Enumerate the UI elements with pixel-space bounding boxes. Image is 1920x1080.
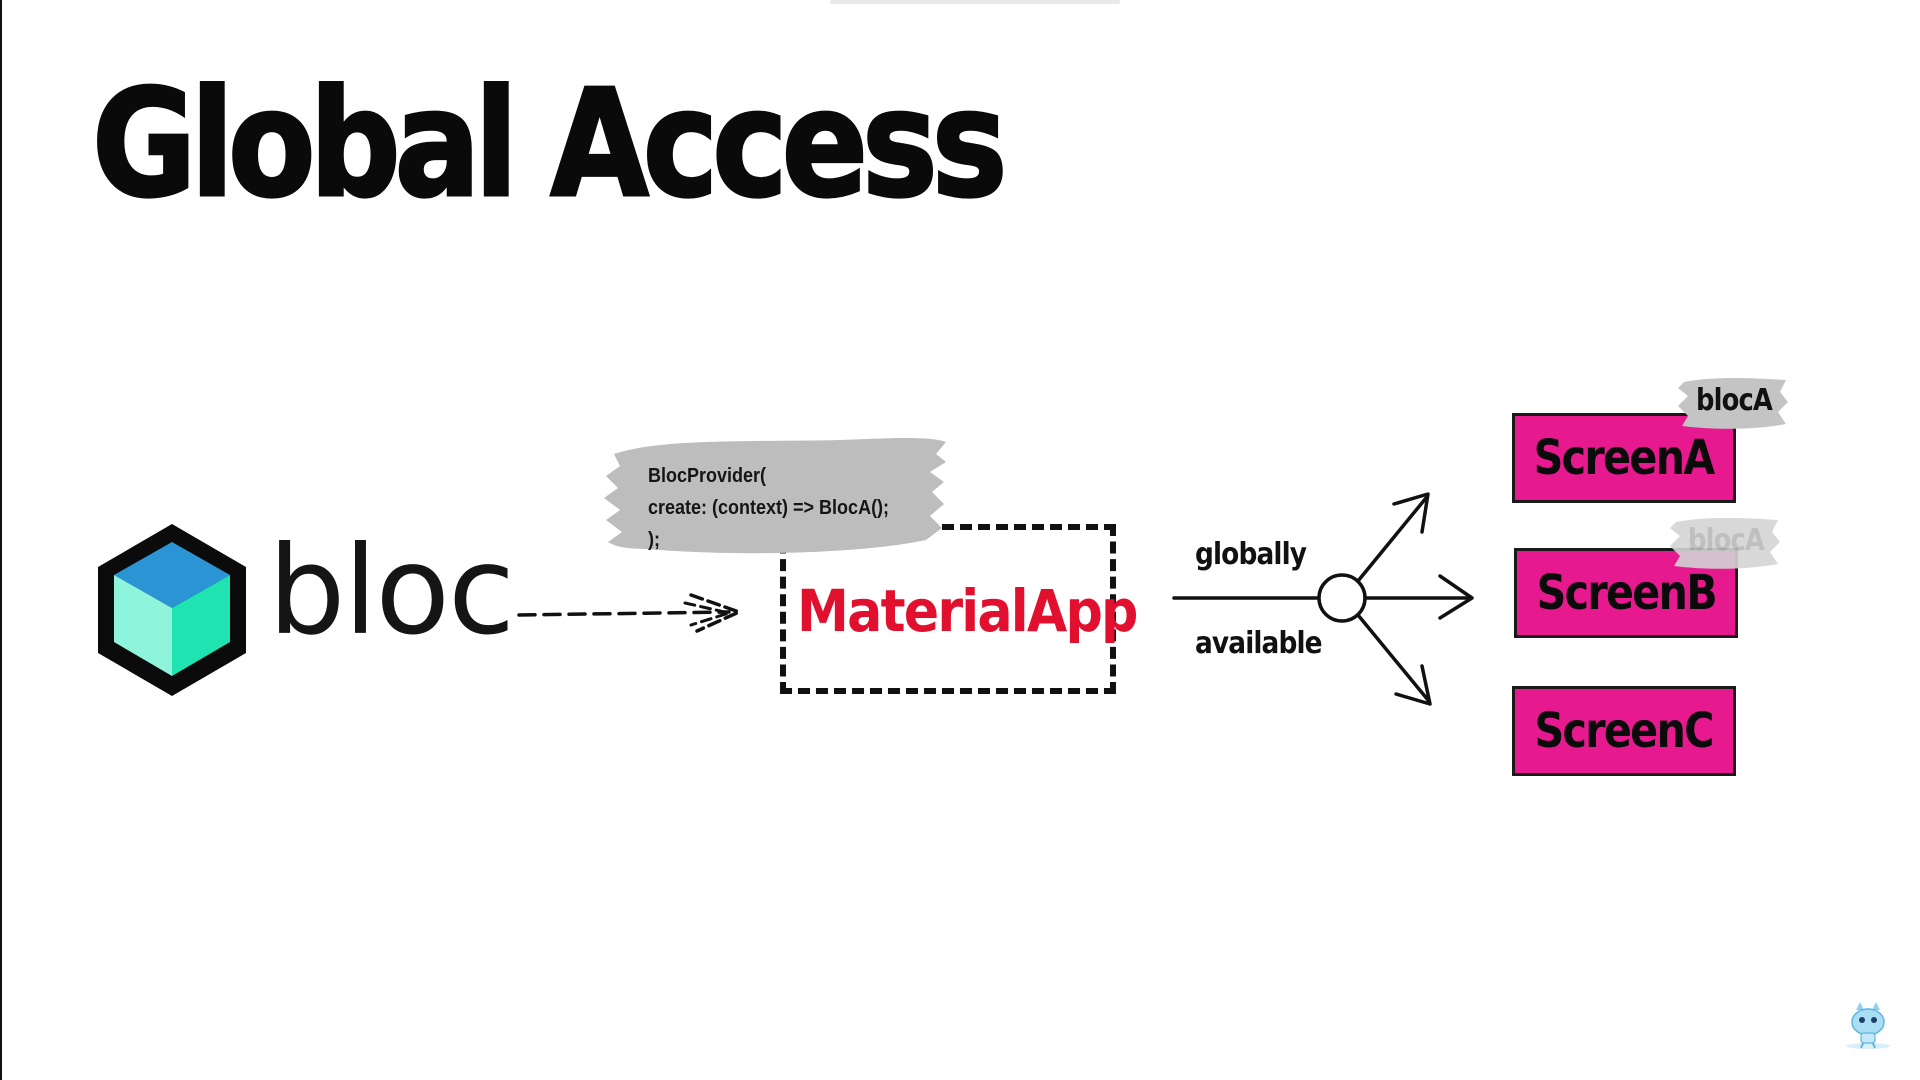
bloc-wordmark: bloc (268, 520, 515, 662)
screen-a-bloc-tag-label: blocA (1696, 383, 1773, 418)
screen-b-bloc-tag-label: blocA (1688, 523, 1765, 558)
left-border (0, 0, 2, 1080)
screen-c-box: ScreenC (1512, 686, 1736, 776)
top-divider (830, 0, 1120, 4)
materialapp-label: MaterialApp (797, 577, 1138, 645)
blocprovider-note: BlocProvider( create: (context) => BlocA… (600, 432, 950, 562)
materialapp-box (780, 524, 1116, 694)
globally-label: globally (1195, 537, 1307, 572)
available-label: available (1195, 626, 1323, 661)
screen-c-label: ScreenC (1534, 703, 1715, 759)
dashed-arrow (517, 593, 744, 633)
screen-a-box: ScreenA (1512, 413, 1736, 503)
screen-a-bloc-tag: blocA (1674, 374, 1790, 432)
tag-brush-shape (1670, 518, 1780, 569)
screen-a-label: ScreenA (1534, 430, 1716, 486)
screen-b-bloc-tag: blocA (1666, 514, 1782, 572)
screen-b-label: ScreenB (1536, 565, 1717, 621)
brush-stroke-shape (604, 438, 946, 554)
distribution-hub (1172, 492, 1474, 706)
mascot-icon (1846, 1002, 1890, 1049)
tag-brush-shape (1678, 378, 1788, 429)
bloc-cube-icon (98, 524, 246, 696)
blocprovider-code: BlocProvider( create: (context) => BlocA… (648, 465, 890, 551)
slide-title: Global Access (91, 58, 1009, 230)
